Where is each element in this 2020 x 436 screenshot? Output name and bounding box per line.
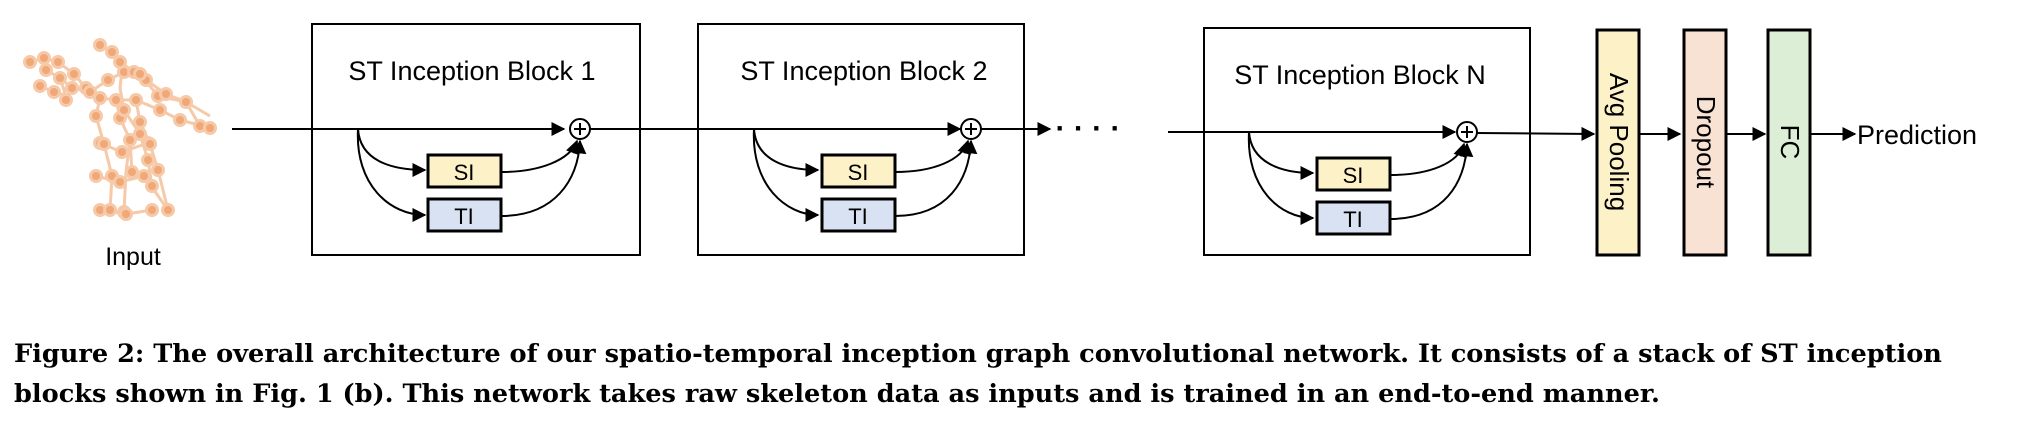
- si-label-2: SI: [848, 160, 869, 185]
- skeleton-input-illustration: [23, 38, 217, 221]
- prediction-label: Prediction: [1857, 120, 1977, 150]
- fc-label: FC: [1775, 125, 1805, 160]
- si-label-n: SI: [1343, 163, 1364, 188]
- avg-pooling-label: Avg Pooling: [1604, 73, 1634, 211]
- block-n-title: ST Inception Block N: [1234, 60, 1486, 90]
- si-module-1: [426, 153, 503, 189]
- ellipsis: · · · ·: [1056, 112, 1121, 145]
- avg-pooling-layer: Avg Pooling: [1595, 28, 1641, 257]
- st-inception-block-1: ST Inception Block 1 SI TI: [232, 23, 641, 256]
- fc-layer: FC: [1766, 28, 1812, 257]
- dropout-layer: Dropout: [1682, 28, 1728, 257]
- dropout-label: Dropout: [1691, 96, 1721, 189]
- ti-label-2: TI: [848, 204, 868, 229]
- block-1-title: ST Inception Block 1: [348, 56, 595, 86]
- st-inception-block-2: ST Inception Block 2 SI TI: [590, 23, 1025, 256]
- input-label: Input: [105, 243, 161, 271]
- si-label-1: SI: [454, 160, 475, 185]
- architecture-diagram: Input ST Inception Block 1 SI TI ST Ince…: [23, 23, 1977, 271]
- block-2-title: ST Inception Block 2: [740, 56, 987, 86]
- st-inception-block-n: ST Inception Block N SI TI: [1168, 27, 1531, 256]
- figure-caption: Figure 2: The overall architecture of ou…: [14, 339, 1942, 409]
- ti-module-2: [820, 197, 897, 233]
- ti-label-n: TI: [1343, 207, 1363, 232]
- ti-label-1: TI: [454, 204, 474, 229]
